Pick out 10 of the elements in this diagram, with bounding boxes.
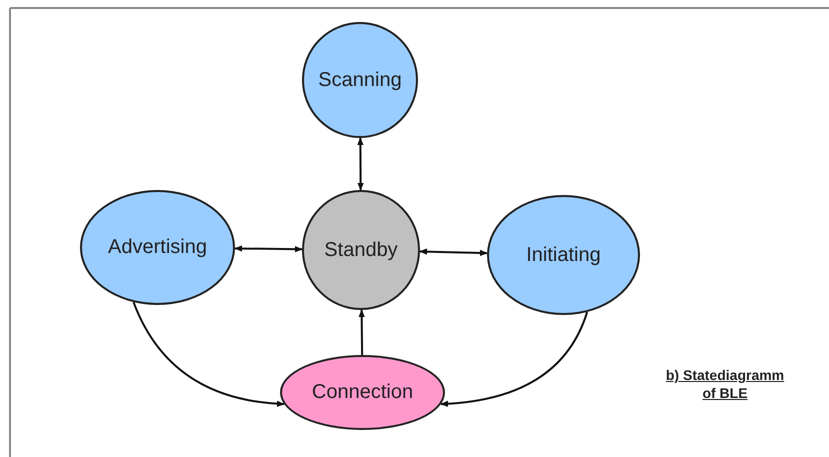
arrow	[358, 309, 365, 356]
state-label: Standby	[324, 238, 398, 262]
arrow	[234, 245, 303, 252]
caption: b) Statediagramm of BLE	[664, 366, 786, 402]
state-label: Advertising	[108, 236, 207, 259]
arrow	[419, 248, 488, 256]
state-label: Scanning	[318, 68, 402, 92]
state-label: Initiating	[526, 244, 601, 266]
arrow	[357, 137, 364, 191]
state-label: Connection	[312, 381, 414, 404]
